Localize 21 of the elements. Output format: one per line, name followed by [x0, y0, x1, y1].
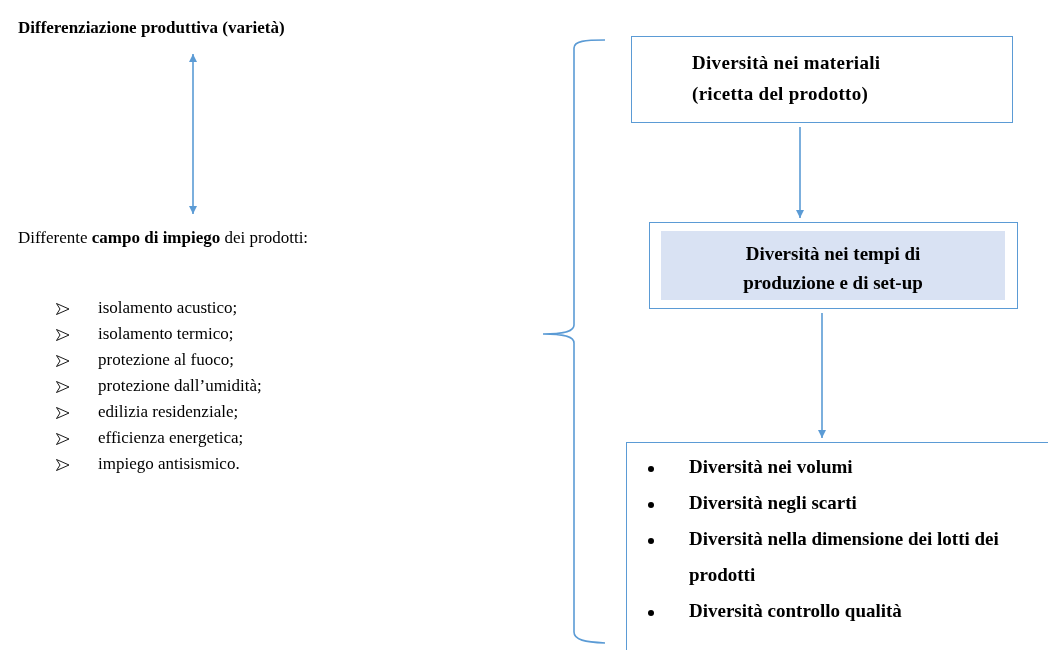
list-box — [626, 442, 1048, 650]
box-text: Diversità nei tempi di produzione e di set-up — [661, 231, 1005, 300]
list-item: isolamento termico; — [98, 324, 234, 344]
list-item: Diversità nei volumi — [689, 455, 854, 479]
arrow — [796, 126, 804, 219]
list-item: isolamento acustico; — [98, 298, 238, 318]
list-item: protezione al fuoco; — [98, 350, 234, 370]
list-item: Diversità controllo qualità — [689, 599, 903, 623]
list-item: efficienza energetica; — [98, 428, 244, 448]
box-text: Diversità nei materiali (ricetta del prodotto) — [692, 51, 882, 106]
intro-text: Differente campo di impiego dei prodotti: — [18, 228, 309, 248]
list-item: impiego antisismico. — [98, 454, 240, 474]
list-item: edilizia residenziale; — [98, 402, 239, 422]
process-box — [631, 36, 1013, 123]
process-box — [649, 222, 1018, 309]
heading-text: Differenziazione produttiva (varietà) — [18, 18, 438, 38]
list-item: Diversità negli scarti — [689, 491, 858, 515]
list-item: Diversità nella dimensione dei lotti dei prodotti — [689, 527, 1000, 587]
list-item: protezione dall’umidità; — [98, 376, 262, 396]
arrow — [189, 53, 197, 215]
arrow — [818, 312, 826, 439]
